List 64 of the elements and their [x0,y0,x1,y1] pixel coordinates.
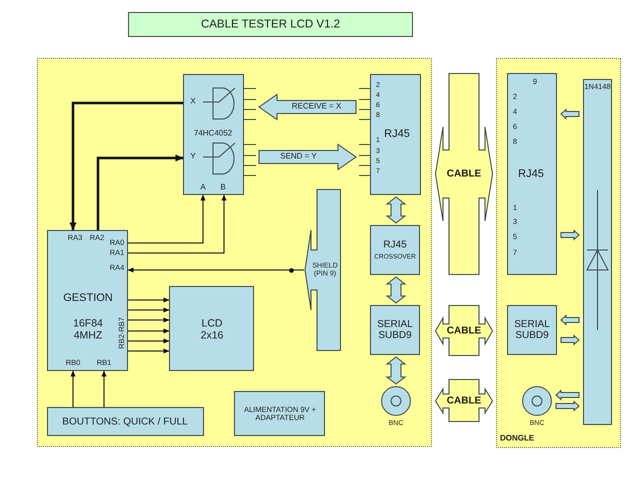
arrow-label: CABLE [446,326,482,336]
block-label: LCD 2x16 [200,318,224,342]
arrow [128,338,170,344]
block-arrow [555,389,580,401]
block-label: SERIAL SUBD9 [376,319,414,341]
double-arrow [386,356,406,385]
arrow [102,370,106,408]
block-label: SERIAL SUBD9 [514,319,550,341]
block-label: RJ45 [518,168,544,180]
arrow [128,328,170,334]
double-arrow-callout [435,379,493,422]
bnc-connector-symbol [381,386,411,416]
dongle-panel [496,58,621,448]
pin-label: B [220,184,226,192]
chip-label: 74HC4052 [194,130,232,138]
double-arrow [386,276,406,304]
diode-bar [583,79,612,425]
board-panel [37,58,432,447]
edge-label: SEND = Y [280,152,317,162]
pin-label: X [190,98,196,106]
crossover-block [370,225,420,275]
arrow [128,318,170,322]
block-label: RJ45 [384,128,410,140]
arrow-callout [304,189,341,351]
power-supply-block [234,391,325,436]
block-label: RJ45 [383,240,407,250]
block-label: GESTION [63,292,113,304]
block-arrow [560,108,580,120]
block-arrow [258,94,356,120]
block-label: BOUTTONS: QUICK / FULL [62,416,188,428]
arrow [128,268,304,272]
block-arrow [560,334,580,346]
block-arrow [560,229,580,241]
arrow [70,370,76,408]
block-arrow [258,144,357,170]
chip-label: 16F84 4MHZ [72,318,104,342]
arrow [128,298,170,302]
arrow [128,348,170,354]
multiplexer-chip [183,74,256,195]
block-arrow [556,400,580,412]
lcd-block [169,286,254,371]
arrow-label: CABLE [446,168,482,180]
serial-port-block [370,305,420,355]
arrow [128,308,170,312]
buttons-block [47,407,204,436]
serial-port-block [507,305,557,355]
rj45-block [359,74,421,195]
block-arrow [560,314,580,326]
panel-label: DONGLE [500,434,534,444]
arrow-label: CABLE [446,396,482,406]
double-arrow-callout [435,73,493,275]
bnc-connector-symbol [522,386,552,416]
arrow [70,102,183,230]
title: CABLE TESTER LCD V1.2 [200,18,340,31]
pin-label: A [200,184,206,192]
rj45-block [507,73,557,275]
microcontroller-block [47,230,128,371]
double-arrow [386,196,406,224]
arrow [128,194,206,244]
pin-label: Y [190,152,196,162]
arrow [128,194,226,254]
double-arrow-callout [435,305,493,356]
edge-label: RECEIVE = X [292,102,342,112]
arrow [96,154,184,230]
